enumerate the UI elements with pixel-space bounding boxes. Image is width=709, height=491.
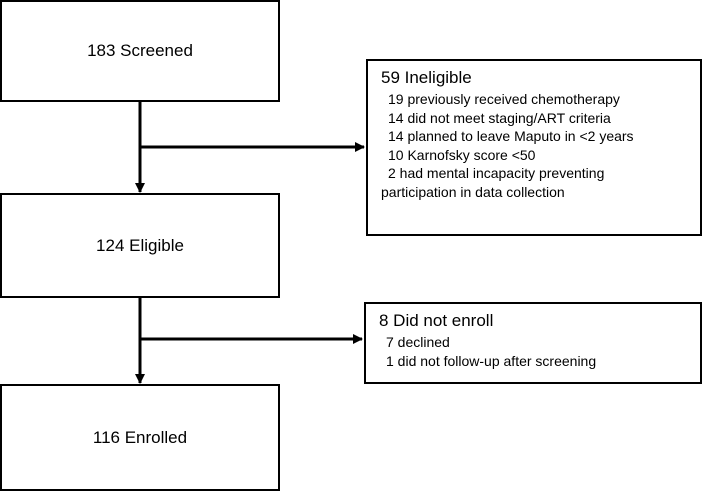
screened-box: 183 Screened [0, 0, 280, 102]
not-enrolled-box: 8 Did not enroll 7 declined 1 did not fo… [364, 302, 702, 384]
not-enrolled-title: 8 Did not enroll [379, 311, 494, 330]
ineligible-reason-leave-maputo: 14 planned to leave Maputo in <2 years [388, 128, 634, 144]
ineligible-reason-karnofsky: 10 Karnofsky score <50 [388, 146, 536, 163]
ineligible-title: 59 Ineligible [381, 68, 472, 87]
ineligible-box: 59 Ineligible 19 previously received che… [366, 59, 702, 236]
ineligible-reason-staging: 14 did not meet staging/ART criteria [388, 109, 611, 126]
eligible-box: 124 Eligible [0, 193, 280, 298]
ineligible-reason-chemotherapy: 19 previously received chemotherapy [388, 91, 620, 107]
enrolled-label: 116 Enrolled [92, 427, 188, 447]
not-enrolled-reason-declined: 7 declined [386, 334, 450, 350]
screened-label: 183 Screened [87, 41, 193, 60]
not-enrolled-reason-no-follow-up: 1 did not follow-up after screening [386, 352, 597, 369]
eligible-label: 124 Eligible [96, 235, 184, 255]
ineligible-reason-mental-incapacity: 2 had mental incapacity preventing [388, 165, 605, 181]
enrolled-box: 116 Enrolled [0, 384, 280, 491]
ineligible-reason-mental-incapacity-cont: participation in data collection [381, 183, 565, 200]
